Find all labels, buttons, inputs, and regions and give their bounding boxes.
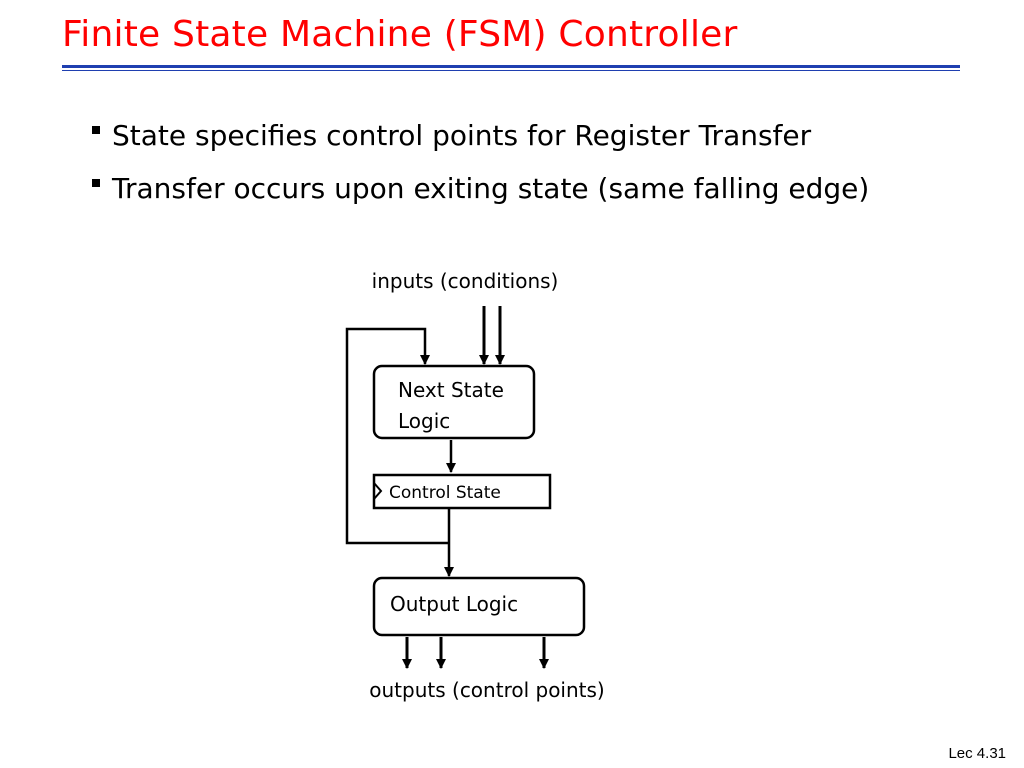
output-logic-box [372,576,586,637]
slide-number: Lec 4.31 [948,745,1006,762]
clock-edge-icon [373,482,383,500]
square-bullet-icon [92,126,100,134]
inputs-label: inputs (conditions) [372,269,559,293]
bullet-item: Transfer occurs upon exiting state (same… [92,169,869,209]
feedback-loop-path [345,327,449,545]
bullet-item: State specifies control points for Regis… [92,116,869,156]
next-state-label-line1: Next State [398,378,504,402]
output-logic-label: Output Logic [390,592,518,616]
title-rule-thin [62,70,960,71]
slide-title: Finite State Machine (FSM) Controller [62,14,738,55]
next-state-label-line2: Logic [398,409,450,433]
square-bullet-icon [92,179,100,187]
outputs-label: outputs (control points) [369,678,604,702]
control-state-register [372,473,552,510]
next-state-logic-box [372,364,536,440]
bullet-list: State specifies control points for Regis… [92,116,869,222]
bullet-text: Transfer occurs upon exiting state (same… [112,172,870,205]
bullet-text: State specifies control points for Regis… [112,119,812,152]
title-rule [62,65,960,68]
control-state-label: Control State [389,483,501,503]
